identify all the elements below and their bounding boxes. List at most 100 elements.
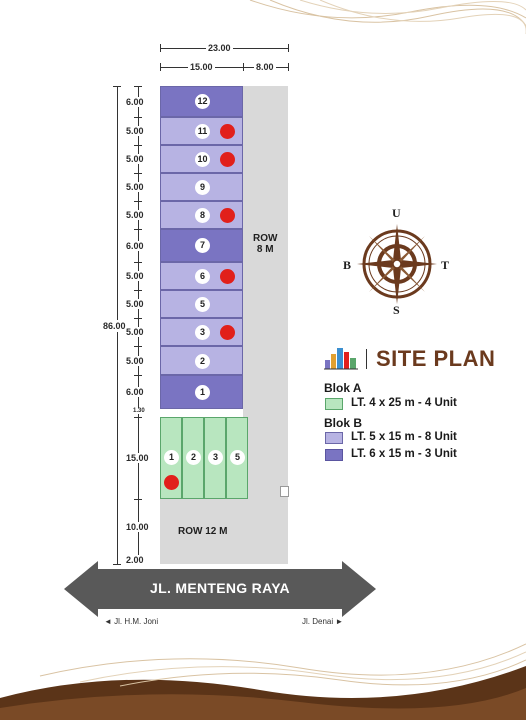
dim-tick: [134, 145, 142, 146]
legend-item-b-large: LT. 6 x 15 m - 3 Unit: [351, 448, 457, 460]
legend-item-b-standard: LT. 5 x 15 m - 8 Unit: [351, 431, 457, 443]
segment-dimension-label: 6.00: [125, 387, 145, 397]
blok-b-lot-11[interactable]: 11: [160, 117, 243, 145]
dim-total-length: 86.00: [103, 320, 126, 332]
row-12m-area: [160, 499, 288, 564]
site-plan-title: SITE PLAN: [376, 346, 496, 371]
blok-b-lot-8[interactable]: 8: [160, 201, 243, 229]
dim-tick: [160, 44, 161, 52]
blok-b-lot-6[interactable]: 6: [160, 262, 243, 290]
segment-dimension-label: 5.00: [125, 355, 145, 366]
dim-tick: [134, 417, 142, 418]
road-arrow: [64, 561, 376, 617]
compass-west: B: [343, 258, 352, 272]
lot-number: 10: [195, 152, 210, 167]
direction-right-label: Jl. Denai ►: [302, 617, 344, 626]
compass-north: U: [392, 206, 401, 220]
lot-number: 2: [195, 354, 210, 369]
dim-tick: [134, 346, 142, 347]
dim-tick: [134, 290, 142, 291]
compass-south: S: [393, 303, 400, 317]
segment-dimension-label: 5.00: [125, 182, 145, 192]
segment-dimension-label: 5.00: [125, 271, 145, 281]
top-wave-decoration: [249, 0, 526, 34]
dim-line-segments: [138, 86, 139, 564]
sold-marker: [220, 124, 235, 139]
lot-number: 5: [230, 450, 245, 465]
segment-dimension-label: 5.00: [125, 126, 145, 136]
blok-b-lot-2[interactable]: 2: [160, 346, 243, 375]
compass-icon: [357, 224, 437, 304]
bottom-wave-decoration: [0, 643, 526, 720]
lot-number: 3: [195, 325, 210, 340]
blok-b-lot-10[interactable]: 10: [160, 145, 243, 173]
sold-marker: [220, 152, 235, 167]
sold-marker: [220, 208, 235, 223]
blok-b-lot-7[interactable]: 7: [160, 229, 243, 262]
dim-tick: [288, 63, 289, 71]
dim-tick: [160, 63, 161, 71]
dim-tick: [134, 375, 142, 376]
row-8m-area: [243, 86, 288, 499]
segment-dimension-label: 6.00: [125, 240, 145, 251]
legend-item-a: LT. 4 x 25 m - 4 Unit: [351, 397, 457, 409]
buildings-icon: [324, 348, 358, 370]
row-right-line1: ROW: [253, 233, 278, 244]
blok-b-lot-1[interactable]: 1: [160, 375, 243, 409]
segment-dimension-label: 2.00: [125, 554, 145, 565]
dim-tick: [134, 564, 142, 565]
legend-swatch-a: [325, 398, 343, 410]
dim-tick: [134, 117, 142, 118]
blok-b-lot-12[interactable]: 12: [160, 86, 243, 117]
segment-dimension-label: 5.00: [125, 299, 145, 309]
dim-tick: [134, 229, 142, 230]
lot-number: 7: [195, 238, 210, 253]
segment-dimension-label: 5.00: [125, 327, 145, 337]
dim-plot-width: 15.00: [188, 62, 215, 72]
blok-a-lot-3[interactable]: 3: [204, 417, 226, 499]
dim-total-width: 23.00: [206, 43, 233, 53]
dim-tick: [134, 262, 142, 263]
compass-east: T: [441, 258, 450, 272]
row-right-line2: 8 M: [256, 244, 274, 255]
legend-swatch-b-standard: [325, 432, 343, 444]
legend-blok-a-heading: Blok A: [324, 381, 362, 395]
blok-b-lot-5[interactable]: 5: [160, 290, 243, 318]
lot-number: 11: [195, 124, 210, 139]
dim-tick: [288, 44, 289, 52]
road-name: JL. MENTENG RAYA: [150, 580, 290, 596]
row-bottom-label: ROW 12 M: [178, 526, 228, 537]
sold-marker: [220, 325, 235, 340]
title-divider: [366, 349, 367, 369]
dim-tick: [134, 173, 142, 174]
dim-row-width: 8.00: [254, 62, 276, 72]
blok-a-lot-1[interactable]: 1: [160, 417, 182, 499]
segment-dimension-label: 5.00: [125, 210, 145, 220]
lot-number: 6: [195, 269, 210, 284]
lot-number: 1: [164, 450, 179, 465]
dim-tick: [134, 86, 142, 87]
lot-number: 2: [186, 450, 201, 465]
legend-swatch-b-large: [325, 449, 343, 461]
blok-b-lot-3[interactable]: 3: [160, 318, 243, 346]
dim-tick: [113, 564, 121, 565]
blok-b-lot-9[interactable]: 9: [160, 173, 243, 201]
lot-number: 1: [195, 385, 210, 400]
blok-a-lot-2[interactable]: 2: [182, 417, 204, 499]
direction-left-label: ◄ Jl. H.M. Joni: [104, 617, 159, 626]
segment-dimension-label: 10.00: [125, 522, 150, 532]
blok-a-lot-5[interactable]: 5: [226, 417, 248, 499]
dim-tick: [113, 86, 121, 87]
sold-marker: [164, 475, 179, 490]
legend-blok-b-heading: Blok B: [324, 416, 363, 430]
segment-dimension-label: 15.00: [125, 453, 150, 463]
segment-dimension-label: 1.30: [132, 408, 146, 414]
dim-tick: [134, 499, 142, 500]
dim-tick: [134, 318, 142, 319]
lot-number: 8: [195, 208, 210, 223]
segment-dimension-label: 6.00: [125, 96, 145, 107]
dim-line-split: [160, 67, 288, 68]
lot-number: 9: [195, 180, 210, 195]
row-right-label: ROW 8 M: [253, 233, 277, 255]
sold-marker: [220, 269, 235, 284]
